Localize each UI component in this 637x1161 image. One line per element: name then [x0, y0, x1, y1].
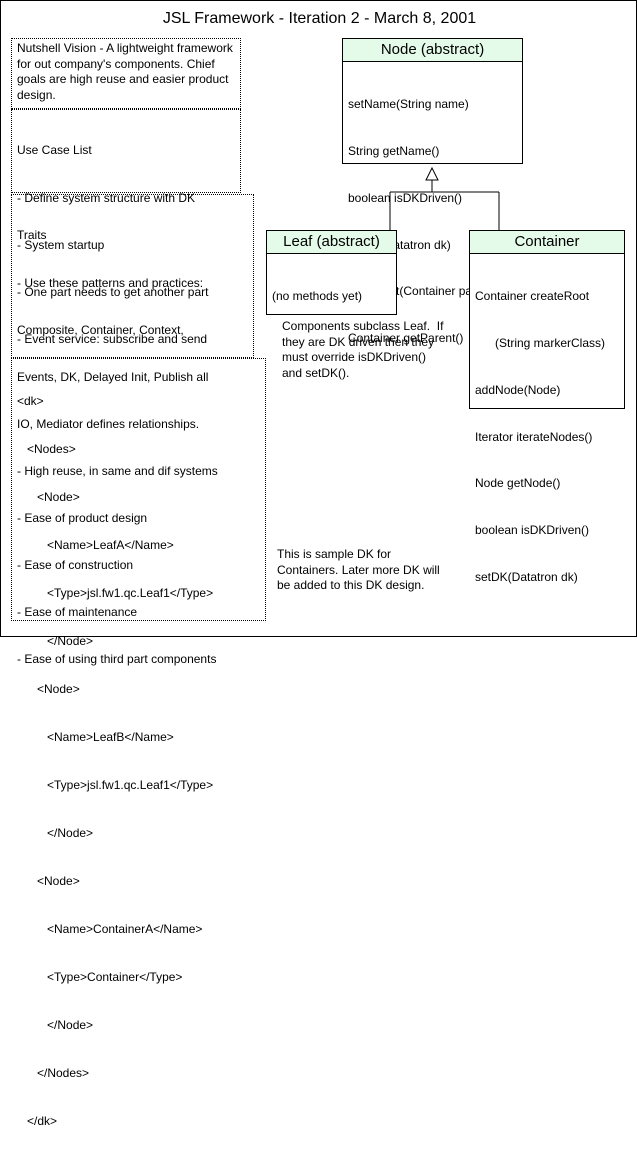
use-case-heading: Use Case List — [17, 143, 92, 158]
node-class-name: Node (abstract) — [343, 39, 522, 62]
trait-item: - Use these patterns and practices: — [17, 275, 204, 290]
trait-item: IO, Mediator defines relationships. — [17, 416, 200, 431]
xml-line: <Node> — [17, 490, 80, 504]
container-method: Node getNode() — [475, 476, 561, 491]
use-case-list-note: Use Case List - Define system structure … — [11, 109, 241, 346]
trait-item: - Ease of using third part components — [17, 652, 217, 667]
node-class-box: Node (abstract) setName(String name) Str… — [342, 38, 523, 345]
container-class-box: Container Container createRoot (String m… — [469, 230, 625, 584]
leaf-comment: Components subclass Leaf. If they are DK… — [282, 319, 443, 382]
leaf-class-box: Leaf (abstract) (no methods yet) — [266, 230, 397, 315]
trait-item: Events, DK, Delayed Init, Publish all — [17, 369, 209, 384]
traits-heading: Traits — [17, 228, 47, 243]
node-method: boolean isDKDriven() — [348, 190, 463, 205]
trait-item: - High reuse, in same and dif systems — [17, 463, 218, 478]
leaf-method-list: (no methods yet) — [267, 254, 396, 340]
trait-item: - Ease of product design — [17, 511, 148, 526]
inheritance-connectors — [389, 166, 500, 230]
use-case-item: - Event service: subscribe and send — [17, 331, 208, 346]
xml-line: <Nodes> — [17, 442, 76, 456]
container-method: (String markerClass) — [475, 335, 606, 350]
trait-item: Composite, Container, Context, — [17, 322, 184, 337]
diagram-page: JSL Framework - Iteration 2 - March 8, 2… — [0, 0, 637, 1128]
xml-line: <Type>jsl.fw1.qc.Leaf1</Type> — [17, 586, 214, 600]
xml-line: <Type>Container</Type> — [17, 970, 183, 984]
container-method: boolean isDKDriven() — [475, 523, 590, 538]
dk-comment-line: be added to this DK design. — [277, 578, 425, 593]
xml-line: <dk> — [17, 394, 44, 408]
xml-line: <Type>jsl.fw1.qc.Leaf1</Type> — [17, 778, 214, 792]
node-method: Container getParent() — [348, 331, 464, 346]
dk-comment: This is sample DK for Containers. Later … — [277, 547, 440, 594]
traits-note: Traits - Use these patterns and practice… — [11, 194, 254, 666]
container-class-name: Container — [470, 231, 624, 254]
xml-line: <Node> — [17, 682, 80, 696]
use-case-item: - One part needs to get another part — [17, 284, 209, 299]
dk-comment-line: This is sample DK for — [277, 547, 392, 561]
trait-item: - Ease of construction — [17, 558, 134, 573]
vision-note: Nutshell Vision - A lightweight framewor… — [11, 38, 241, 109]
use-case-item: - System startup — [17, 237, 105, 252]
container-method-list: Container createRoot (String markerClass… — [470, 254, 624, 621]
xml-line: </Node> — [17, 1018, 94, 1032]
leaf-comment-line: must override isDKDriven() — [282, 350, 427, 365]
node-method: setName(String name) — [348, 97, 469, 112]
diagram-title: JSL Framework - Iteration 2 - March 8, 2… — [162, 10, 477, 27]
xml-line: </dk> — [17, 1114, 58, 1128]
container-method: Container createRoot — [475, 289, 590, 304]
container-method: Iterator iterateNodes() — [475, 429, 593, 444]
xml-line: </Node> — [17, 826, 94, 840]
leaf-comment-line: Components subclass Leaf. If — [282, 319, 444, 333]
dk-comment-line: Containers. Later more DK will — [277, 562, 440, 577]
xml-line: </Nodes> — [17, 1066, 90, 1080]
trait-item: - Ease of maintenance — [17, 605, 138, 620]
xml-line: <Name>LeafB</Name> — [17, 730, 174, 744]
leaf-class-name: Leaf (abstract) — [267, 231, 396, 254]
xml-line: <Name>ContainerA</Name> — [17, 922, 203, 936]
leaf-comment-line: and setDK(). — [282, 366, 350, 381]
container-method: setDK(Datatron dk) — [475, 569, 578, 584]
xml-line: <Name>LeafA</Name> — [17, 538, 174, 552]
leaf-method: (no methods yet) — [272, 289, 363, 304]
container-method: addNode(Node) — [475, 382, 561, 397]
vision-text: Nutshell Vision - A lightweight framewor… — [17, 41, 233, 103]
node-method: String getName() — [348, 143, 440, 158]
xml-line: <Node> — [17, 874, 80, 888]
leaf-comment-line: they are DK driven then they — [282, 334, 435, 349]
